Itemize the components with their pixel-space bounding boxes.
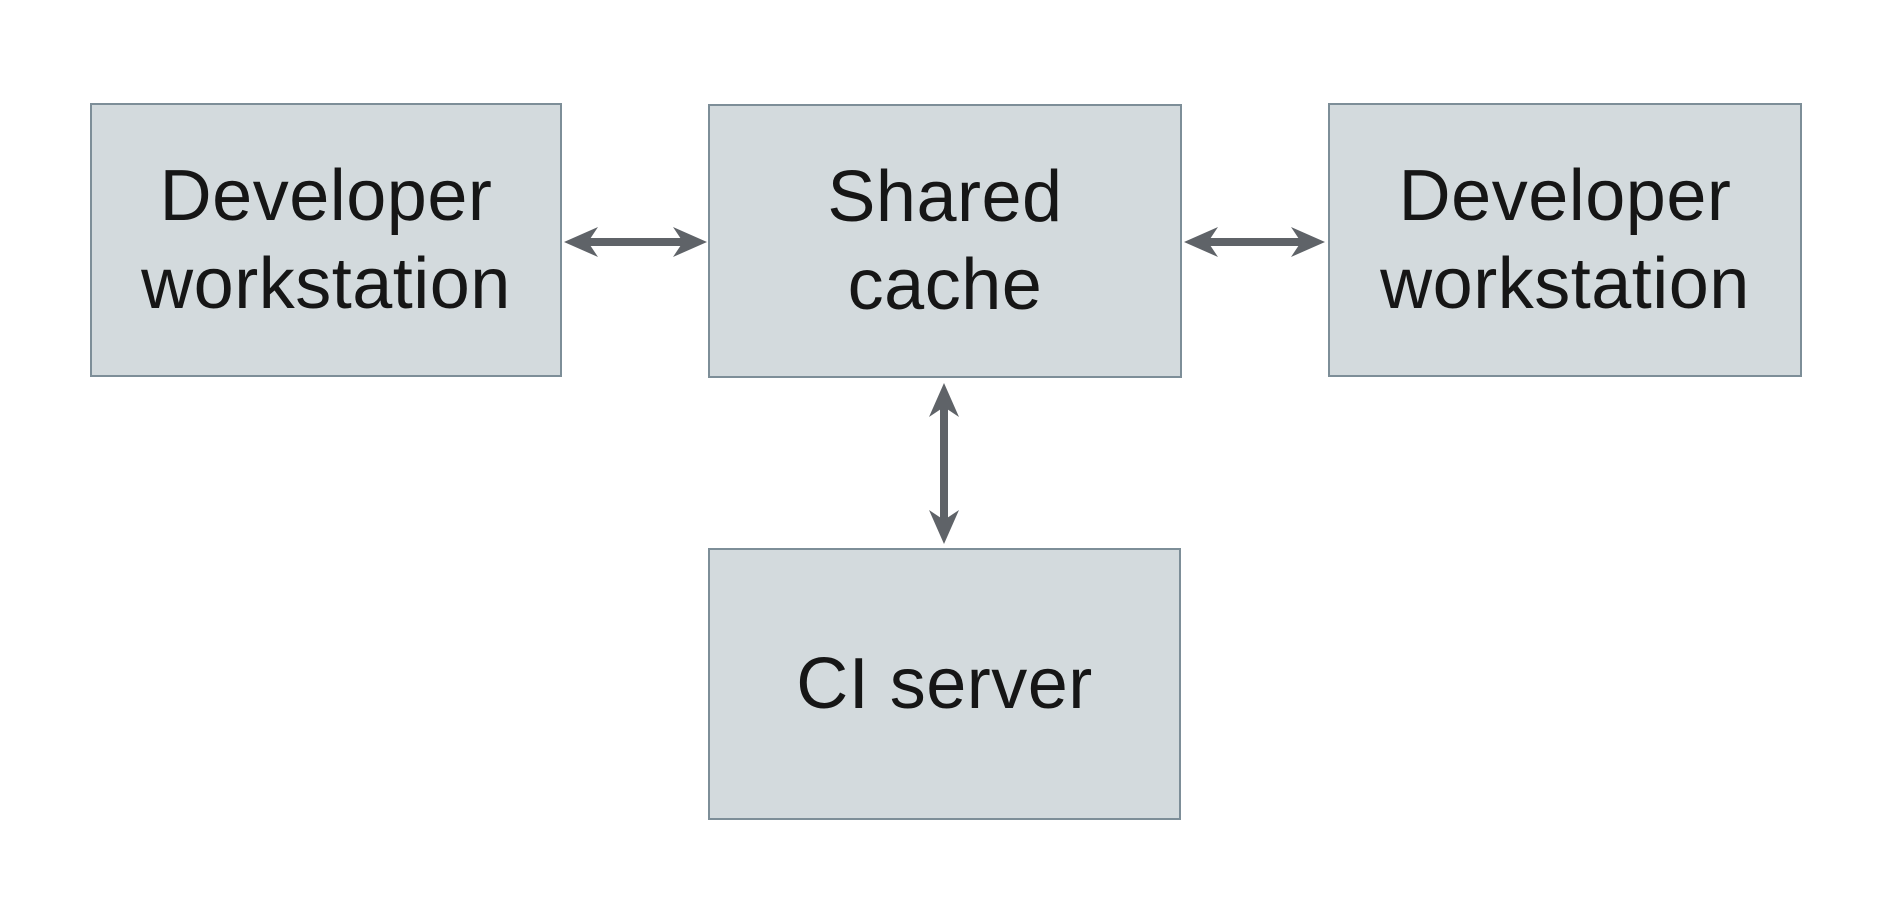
node-label: Developer workstation: [141, 156, 511, 324]
node-shared-cache: Shared cache: [708, 104, 1182, 378]
node-label: Developer workstation: [1380, 156, 1750, 324]
node-developer-workstation-right: Developer workstation: [1328, 103, 1802, 377]
node-label: Shared cache: [827, 157, 1063, 325]
bidirectional-arrow-left-workstation-cache: [564, 227, 707, 257]
node-ci-server: CI server: [708, 548, 1181, 820]
node-developer-workstation-left: Developer workstation: [90, 103, 562, 377]
bidirectional-arrow-cache-ci-server: [929, 383, 959, 544]
bidirectional-arrow-cache-right-workstation: [1184, 227, 1325, 257]
node-label: CI server: [796, 644, 1093, 724]
